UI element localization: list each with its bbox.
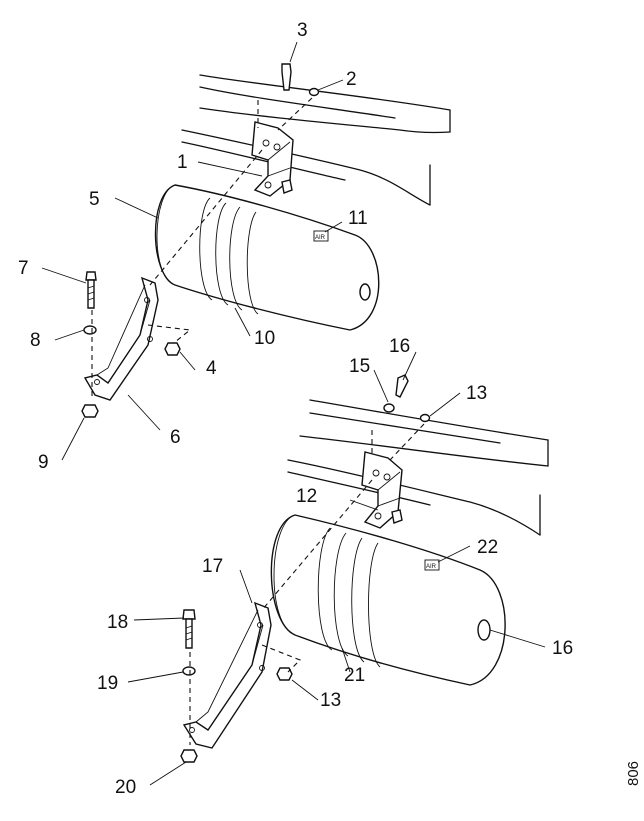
lower-bolt-18 [182, 609, 196, 649]
upper-tank-strap [83, 276, 159, 401]
lower-frame-rail [287, 399, 549, 536]
upper-bracket [251, 121, 294, 197]
callout-20: 20 [115, 777, 136, 798]
callout-2: 2 [346, 69, 357, 90]
upper-nut-2 [308, 87, 320, 97]
callout-15: 16 [389, 336, 410, 357]
callout-22: 22 [477, 537, 498, 558]
upper-nut-9 [81, 404, 99, 418]
upper-nut-4 [164, 342, 181, 356]
lower-air-tank: AIR [270, 514, 506, 686]
lower-nut-20 [180, 749, 198, 763]
upper-washer-8 [83, 325, 97, 335]
lower-bracket [361, 451, 403, 529]
upper-frame-rail [181, 74, 451, 206]
callout-4: 4 [206, 358, 217, 379]
lower-washer-14 [383, 403, 395, 413]
callout-21: 21 [344, 665, 365, 686]
lower-bolt-15 [395, 374, 409, 398]
callout-labels: 3 2 1 5 11 7 10 8 4 6 9 16 15 13 12 22 1… [18, 20, 573, 798]
callout-10: 10 [254, 328, 275, 349]
callout-7: 7 [18, 258, 29, 279]
upper-tank-plate: AIR [315, 235, 326, 241]
figure-reference: 806 [625, 761, 642, 786]
callout-3: 3 [297, 20, 308, 41]
callout-5: 5 [89, 189, 100, 210]
lower-tank-strap [182, 601, 272, 749]
callout-6: 6 [170, 427, 181, 448]
callout-13-upper: 13 [466, 383, 487, 404]
upper-bolt-7 [85, 271, 97, 309]
callout-16: 16 [552, 638, 573, 659]
callout-17: 17 [202, 556, 223, 577]
callout-19: 19 [97, 673, 118, 694]
callout-9: 9 [38, 452, 49, 473]
callout-13-lower: 13 [320, 690, 341, 711]
lower-tank-plate: AIR [426, 564, 437, 570]
callout-8: 8 [30, 330, 41, 351]
upper-air-tank: AIR [154, 184, 380, 331]
upper-bolt-3 [281, 63, 292, 91]
callout-18: 18 [107, 612, 128, 633]
lower-washer-19 [182, 666, 196, 676]
callout-12: 12 [296, 486, 317, 507]
lower-nut-13a [419, 413, 431, 423]
leader-lines [41, 41, 546, 786]
callout-11: 11 [348, 208, 368, 229]
callout-14: 15 [349, 356, 370, 377]
callout-1: 1 [177, 152, 188, 173]
